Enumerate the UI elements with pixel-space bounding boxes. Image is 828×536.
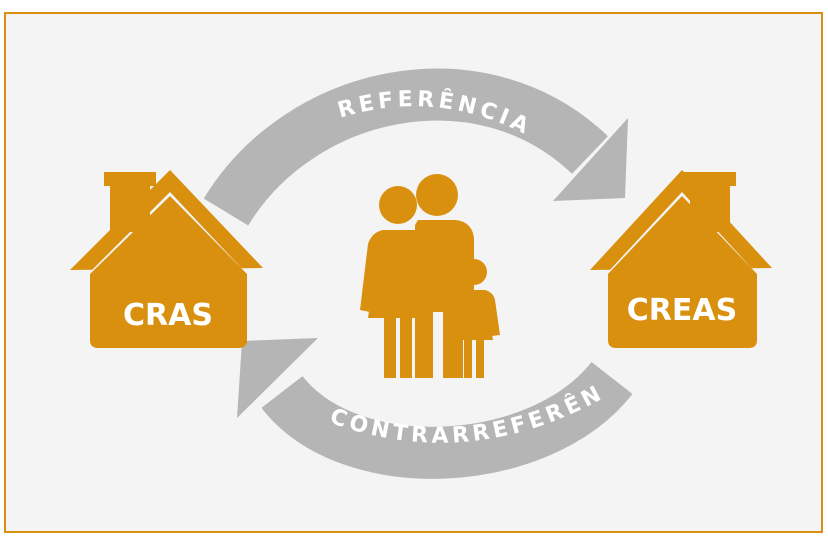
cras-label: CRAS xyxy=(123,298,213,333)
creas-label: CREAS xyxy=(627,293,737,328)
creas-house-icon: CREAS xyxy=(590,170,772,348)
child-figure xyxy=(448,259,500,378)
contrarreferencia-arrow: CONTRARREFERÊNCIA xyxy=(237,338,633,479)
referencia-arrowhead xyxy=(553,118,628,201)
family-icon xyxy=(360,174,500,378)
cras-house-icon: CRAS xyxy=(70,170,263,348)
woman-figure xyxy=(360,186,436,378)
contrarreferencia-arrowhead xyxy=(237,338,318,418)
